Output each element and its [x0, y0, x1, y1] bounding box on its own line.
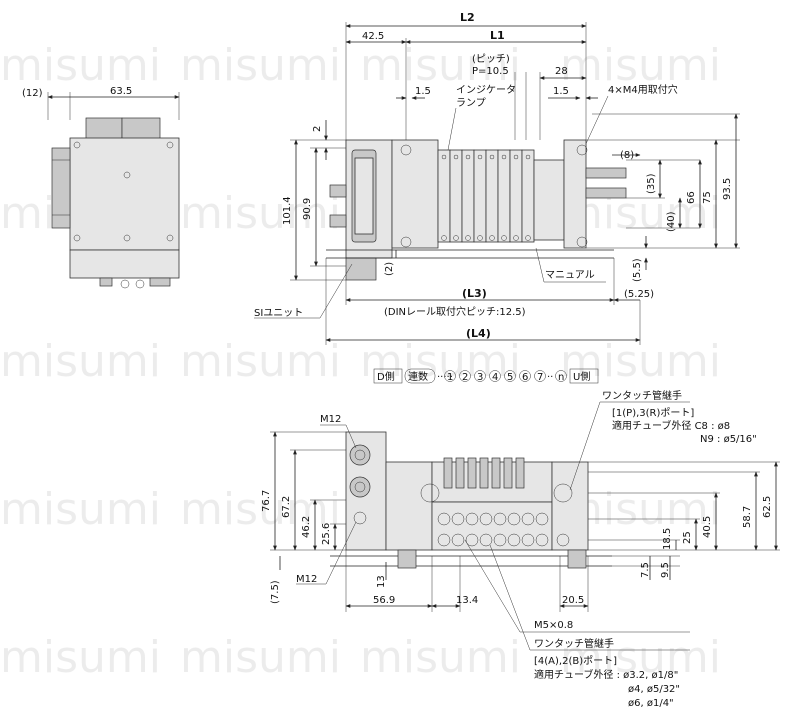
watermark-text: misumi	[0, 40, 161, 91]
stations-label: 連数	[408, 370, 428, 383]
dim-L1: L1	[490, 29, 505, 42]
m5-label: M5×0.8	[534, 620, 573, 631]
manual-label: マニュアル	[545, 270, 595, 281]
mount-hole-label: 4×M4用取付穴	[608, 83, 678, 96]
dim-L4: (L4)	[466, 327, 491, 340]
dim-62-5: 62.5	[762, 496, 773, 518]
station-number: 3	[477, 372, 483, 383]
watermark-text: misumi	[0, 484, 161, 535]
dim-28: 28	[555, 66, 568, 77]
fitting-top-ports: [1(P),3(R)ポート]	[612, 407, 694, 419]
indicator-lamp-label-1: インジケータ	[456, 84, 516, 96]
station-number-n: n	[558, 372, 564, 383]
fitting-bottom-line3: ø6, ø1/4"	[628, 698, 674, 709]
dim-25: 25	[682, 531, 693, 544]
watermark-text: misumi	[360, 336, 521, 387]
watermark-text: misumi	[560, 632, 721, 683]
watermark-text: misumi	[180, 188, 341, 239]
dots-2: ··	[547, 372, 553, 383]
dim-12: (12)	[22, 88, 43, 99]
fitting-top-tube: 適用チューブ外径 C8 : ø8	[612, 419, 730, 432]
dim-58-7: 58.7	[742, 506, 753, 528]
fitting-top-title: ワンタッチ管継手	[602, 389, 682, 402]
si-unit-label: SIユニット	[254, 308, 303, 319]
dim-8: (8)	[620, 150, 634, 161]
dim-67-2: 67.2	[281, 496, 292, 518]
dim-2-top: 2	[312, 126, 323, 132]
watermark-text: misumi	[360, 632, 521, 683]
station-number: 5	[507, 372, 513, 383]
watermark-text: misumi	[180, 336, 341, 387]
dim-66: 66	[686, 191, 697, 204]
dim-20-5: 20.5	[562, 595, 584, 606]
fitting-top-n9: N9 : ø5/16"	[700, 434, 757, 445]
pitch-label: (ピッチ)	[472, 53, 510, 65]
watermark-text: misumi	[560, 40, 721, 91]
dim-40-5: 40.5	[702, 516, 713, 538]
u-side-label: U側	[573, 370, 590, 383]
din-pitch-label: (DINレール取付穴ピッチ:12.5)	[384, 305, 526, 318]
d-side-label: D側	[377, 370, 395, 383]
dim-L2: L2	[460, 11, 475, 24]
dim-75: 75	[702, 191, 713, 204]
station-number: 2	[462, 372, 468, 383]
dim-76-7: 76.7	[261, 490, 272, 512]
station-number: 1	[447, 372, 453, 383]
dim-9-5: 9.5	[660, 562, 671, 578]
dim-13-4: 13.4	[456, 595, 478, 606]
fitting-bottom-ports: [4(A),2(B)ポート]	[534, 655, 617, 667]
indicator-lamp-label-2: ランプ	[456, 97, 486, 109]
watermark-text: misumi	[0, 632, 161, 683]
dim-7-5-right: 7.5	[640, 562, 651, 578]
m12-top-label: M12	[320, 414, 341, 425]
dim-5-25: (5.25)	[624, 289, 654, 300]
dim-101-4: 101.4	[282, 196, 293, 225]
dim-5-5: (5.5)	[632, 258, 643, 282]
dim-35: (35)	[646, 173, 657, 194]
dim-63-5: 63.5	[110, 86, 132, 97]
fitting-bottom-title: ワンタッチ管継手	[534, 637, 614, 650]
dim-13: 13	[376, 575, 387, 588]
station-legend: D側 連数 ····· 1 2 3 4 5 6 7 ·· n U側	[373, 368, 599, 384]
station-numbers: 1 2 3 4 5 6 7	[444, 370, 546, 383]
front-view: 76.7 67.2 46.2 25.6 (7.5) 13 M12 M12 56.…	[261, 389, 780, 709]
dim-1-5-left: 1.5	[415, 86, 431, 97]
dim-L3: (L3)	[462, 287, 487, 300]
watermark-text: misumi	[0, 336, 161, 387]
dim-90-9: 90.9	[302, 198, 313, 220]
dim-56-9: 56.9	[373, 595, 395, 606]
valve-stack	[437, 149, 535, 243]
fitting-bottom-tube: 適用チューブ外径 : ø3.2, ø1/8"	[534, 668, 678, 681]
dim-46-2: 46.2	[301, 516, 312, 538]
watermark-text: misumi	[180, 40, 341, 91]
dim-40: (40)	[666, 211, 677, 232]
dim-42-5: 42.5	[362, 31, 384, 42]
pitch-value: P=10.5	[472, 66, 509, 77]
m12-bottom-label: M12	[296, 574, 317, 585]
station-number: 4	[492, 372, 498, 383]
dim-7-5-left: (7.5)	[270, 580, 281, 604]
dim-93-5: 93.5	[722, 178, 733, 200]
dim-1-5-right: 1.5	[553, 86, 569, 97]
dim-2-bottom: (2)	[384, 262, 395, 276]
watermark-text: misumi	[560, 336, 721, 387]
side-view: (12) 63.5	[22, 86, 180, 289]
dim-18-5: 18.5	[662, 528, 673, 550]
fitting-bottom-line2: ø4, ø5/32"	[628, 684, 680, 695]
top-view: L2 42.5 L1 (ピッチ) P=10.5 28 1.5 1.5 インジケー…	[254, 11, 740, 345]
station-number: 7	[537, 372, 543, 383]
watermark-text: misumi	[180, 632, 341, 683]
watermark-text: misumi	[360, 40, 521, 91]
dim-25-6: 25.6	[321, 523, 332, 545]
station-number: 6	[522, 372, 528, 383]
